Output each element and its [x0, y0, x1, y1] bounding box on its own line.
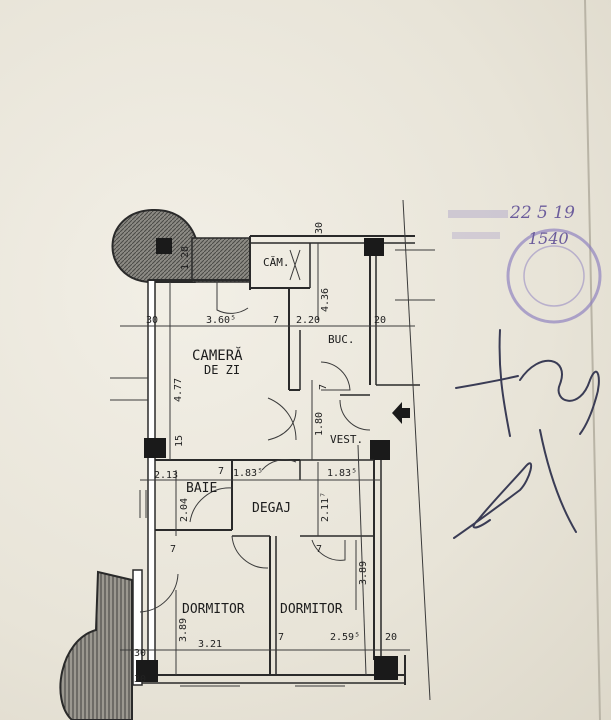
dim-389-b: 3.89 — [358, 561, 369, 585]
room-label-camera-line2: DE ZI — [204, 363, 240, 377]
door-swings — [139, 249, 371, 613]
dim-7-a: 7 — [273, 315, 279, 326]
dim-20-b: 20 — [385, 632, 397, 643]
dim-204: 2.04 — [179, 498, 190, 522]
dim-1835-b: 1.83⁵ — [327, 468, 357, 479]
registration-stamp: 22 5 19 1540 — [448, 203, 602, 324]
dim-30-left: 30 — [146, 315, 158, 326]
dim-20-a: 20 — [374, 315, 386, 326]
room-label-dormitor-right: DORMITOR — [280, 602, 343, 617]
signature-1 — [455, 329, 600, 437]
dim-15: 15 — [174, 435, 185, 447]
dim-7-f: 7 — [278, 632, 284, 643]
dimension-lines — [120, 199, 431, 701]
entrance-arrow-icon — [392, 402, 410, 424]
dim-7-b: 7 — [318, 384, 329, 390]
dim-220: 2.20 — [296, 315, 320, 326]
dim-30-bottom-b: 30 — [134, 674, 146, 685]
pillars — [136, 238, 398, 682]
signature-2 — [453, 429, 577, 539]
stamp-date: 22 5 19 — [509, 203, 575, 223]
dim-389-a: 3.89 — [178, 618, 189, 642]
dim-30-bottom-a: 30 — [134, 648, 146, 659]
dim-7-d: 7 — [170, 544, 176, 555]
room-label-dormitor-left: DORMITOR — [182, 602, 245, 617]
balcony-top — [111, 208, 251, 283]
dim-30-top: 30 — [314, 222, 325, 234]
dim-477: 4.77 — [173, 378, 184, 402]
dim-2117: 2.11⁷ — [320, 492, 331, 522]
dim-7-e: 7 — [316, 544, 322, 555]
dim-2595: 2.59⁵ — [330, 632, 360, 643]
room-label-bucatarie: BUC. — [328, 333, 355, 346]
dim-180: 1.80 — [314, 412, 325, 436]
dim-213: 2.13 — [154, 470, 178, 481]
dim-436: 4.36 — [320, 288, 331, 312]
dim-128: 1.28 — [180, 246, 191, 270]
balcony-bottom — [59, 570, 133, 720]
stamp-number: 1540 — [528, 229, 569, 248]
room-label-baie: BAIE — [186, 481, 217, 496]
room-label-vestibul: VEST. — [330, 433, 363, 446]
room-label-camara: CĂM. — [263, 256, 290, 269]
page-fold — [584, 0, 601, 720]
dim-1835-a: 1.83⁵ — [233, 468, 263, 479]
dim-321: 3.21 — [198, 639, 222, 650]
dim-3605: 3.60⁵ — [206, 315, 236, 326]
room-label-degajament: DEGAJ — [252, 501, 291, 516]
dim-7-c: 7 — [218, 466, 224, 477]
room-label-camera-line1: CAMERĂ — [192, 346, 243, 364]
windows — [110, 249, 435, 687]
